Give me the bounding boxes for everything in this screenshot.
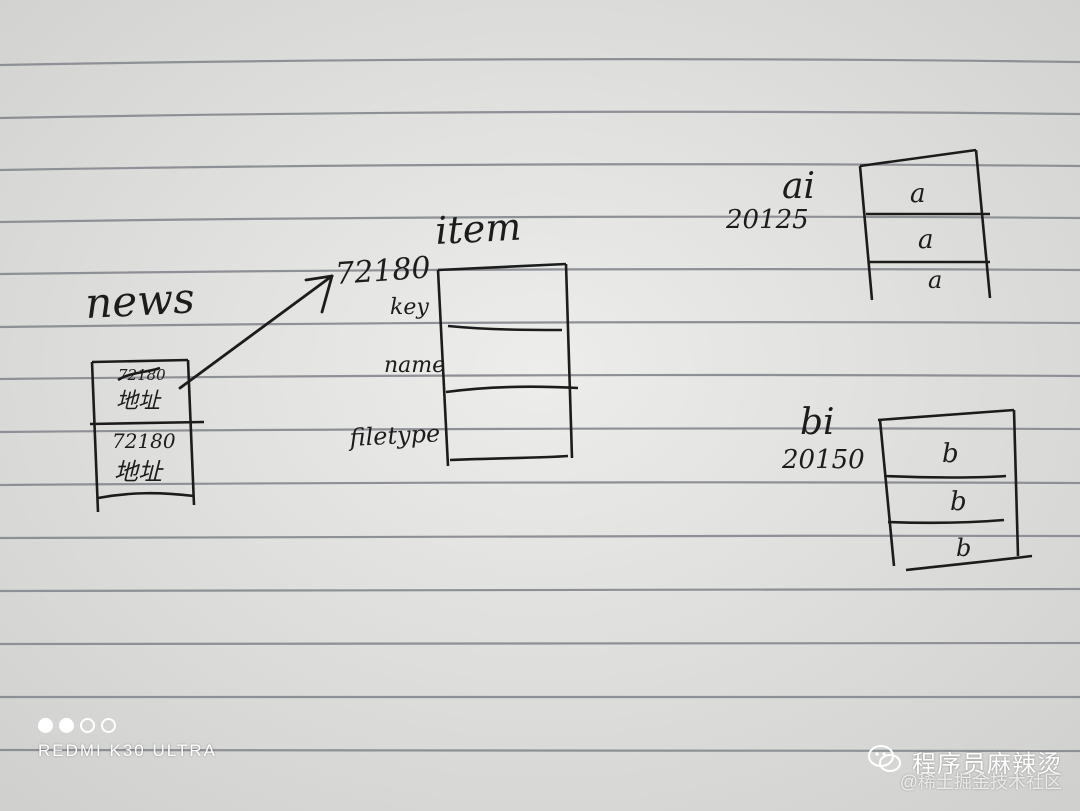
news-cell-2-top: 72180 [112, 429, 176, 453]
dot-icon [80, 718, 95, 733]
bi-box [877, 408, 1033, 572]
ai-address: 20125 [725, 205, 809, 235]
address-label: 72180 [334, 250, 432, 292]
ai-cell-1: a [910, 179, 926, 209]
ai-cell-3: a [928, 266, 942, 294]
bi-cell-3: b [956, 534, 971, 562]
pointer-arrow [178, 274, 334, 390]
bi-array: bi 20150 b b b [781, 402, 1033, 572]
item-box [436, 262, 579, 467]
bi-cell-2: b [950, 487, 967, 517]
wechat-icon [868, 745, 901, 772]
news-box [89, 358, 205, 513]
ai-array: ai 20125 a a a [725, 148, 992, 301]
news-cell-1-top: 72180 [118, 366, 166, 384]
news-cell-1-bottom: 地址 [116, 389, 162, 414]
camera-model: REDMI K30 ULTRA [38, 741, 217, 760]
ai-cell-2: a [918, 225, 934, 255]
news-array: news 72180 地址 72180 地址 [84, 273, 205, 513]
bi-cell-1: b [942, 439, 959, 469]
field-key: key [390, 295, 429, 320]
dot-icon [38, 718, 53, 733]
field-name: name [384, 353, 445, 378]
news-cell-2-bottom: 地址 [114, 458, 164, 486]
ai-label: ai [782, 166, 815, 207]
source-watermark: @稀土掘金技术社区 [899, 772, 1062, 792]
bi-address: 20150 [781, 445, 865, 475]
camera-dots-icon [38, 718, 217, 733]
account-name: 程序员麻辣烫 [912, 751, 1062, 778]
camera-watermark: REDMI K30 ULTRA [38, 718, 217, 761]
bi-label: bi [800, 402, 835, 443]
field-filetype: filetype [347, 419, 441, 452]
ruled-lines [0, 58, 1080, 753]
ai-box [858, 148, 992, 301]
item-object: 72180 item key name filetype [334, 205, 579, 467]
account-watermark: 程序员麻辣烫 [868, 744, 1062, 779]
dot-icon [101, 718, 116, 733]
news-label: news [84, 273, 196, 328]
dot-icon [59, 718, 74, 733]
item-label: item [434, 205, 522, 253]
